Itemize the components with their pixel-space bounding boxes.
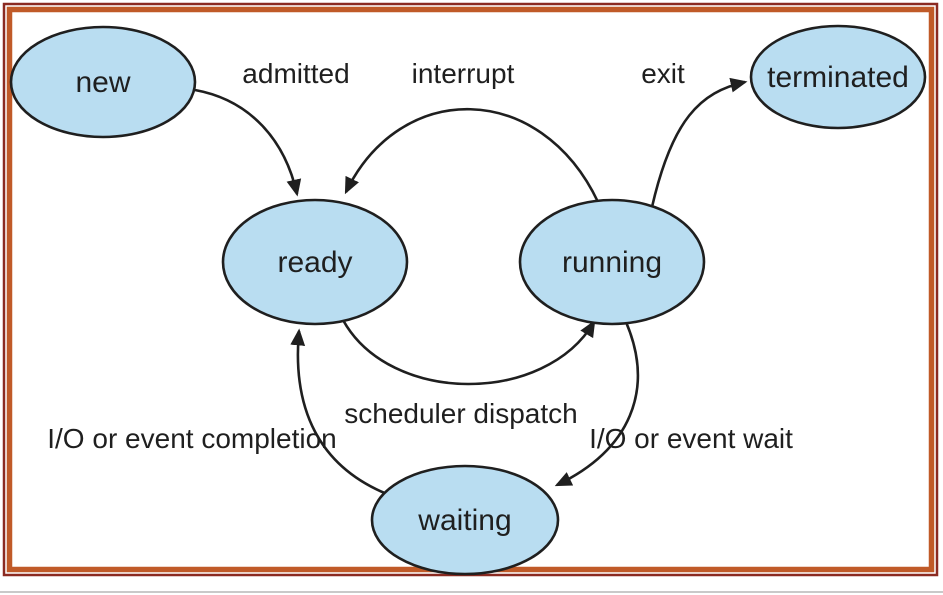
state-waiting-label: waiting bbox=[417, 504, 511, 537]
state-ready-ellipse bbox=[221, 198, 409, 326]
edge-exit-running-to-terminated bbox=[650, 77, 748, 208]
state-terminated-label: terminated bbox=[767, 61, 909, 94]
label-io-event-completion: I/O or event completion bbox=[47, 423, 336, 454]
state-running-ellipse bbox=[518, 198, 706, 326]
state-waiting: waiting bbox=[370, 464, 560, 576]
edge-admitted-new-to-ready bbox=[194, 88, 302, 197]
state-ready-label: ready bbox=[277, 246, 352, 279]
state-new-ellipse bbox=[9, 25, 197, 139]
label-interrupt: interrupt bbox=[412, 58, 515, 89]
label-admitted: admitted bbox=[242, 58, 349, 89]
state-terminated-ellipse bbox=[749, 24, 927, 130]
state-new: new bbox=[9, 25, 197, 139]
state-waiting-ellipse bbox=[370, 464, 560, 576]
edge-scheduler-dispatch-ready-to-running bbox=[341, 319, 596, 386]
label-exit: exit bbox=[641, 58, 685, 89]
state-running-label: running bbox=[562, 246, 662, 279]
state-running: running bbox=[518, 198, 706, 326]
state-terminated: terminated bbox=[749, 24, 927, 130]
edge-io-completion-waiting-to-ready bbox=[290, 328, 393, 498]
state-ready: ready bbox=[221, 198, 409, 326]
edge-interrupt-running-to-ready bbox=[344, 107, 600, 203]
label-scheduler-dispatch: scheduler dispatch bbox=[344, 398, 577, 429]
edge-io-wait-running-to-waiting bbox=[554, 321, 640, 487]
state-new-label: new bbox=[75, 66, 130, 99]
label-io-event-wait: I/O or event wait bbox=[589, 423, 793, 454]
